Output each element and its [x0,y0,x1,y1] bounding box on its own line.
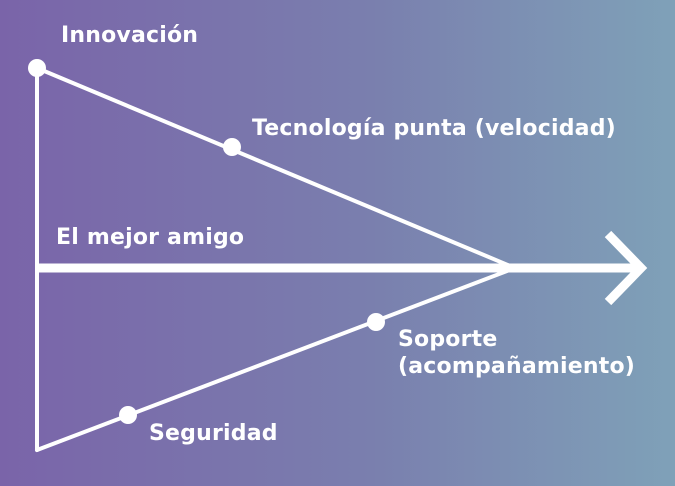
innovacion-dot [28,59,46,77]
label-el-mejor-amigo: El mejor amigo [56,225,245,250]
lower-diagonal-line [35,266,517,452]
seguridad-dot [119,406,137,424]
label-soporte: Soporte (acompañamiento) [398,326,635,380]
tecnologia-dot [223,138,241,156]
label-innovacion: Innovación [61,23,199,48]
label-soporte-line2: (acompañamiento) [398,354,636,379]
label-tecnologia-punta: Tecnología punta (velocidad) [252,116,616,141]
label-soporte-line1: Soporte [398,327,498,352]
upper-diagonal-line [35,66,517,270]
arrow-head-icon [604,230,648,306]
soporte-dot [367,313,385,331]
label-seguridad: Seguridad [149,421,278,446]
